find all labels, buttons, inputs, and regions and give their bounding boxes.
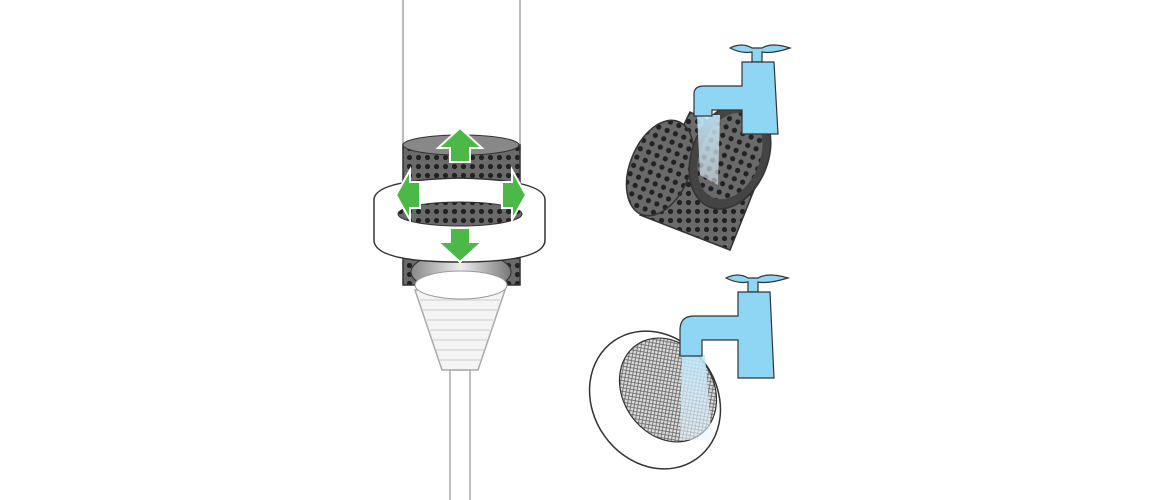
arrow-down-icon <box>435 227 485 264</box>
water-stream-icon <box>697 115 720 185</box>
arrow-left-icon <box>394 166 421 224</box>
tap-icon <box>679 274 791 379</box>
rinse-filter-panel <box>625 44 792 251</box>
arrow-right-icon <box>501 166 528 224</box>
remove-filter-panel <box>373 0 546 500</box>
hose-icon <box>413 289 507 500</box>
water-stream-icon <box>680 355 712 440</box>
arrow-up-icon <box>435 126 485 163</box>
rinse-ring-panel <box>588 274 791 470</box>
tap-icon <box>693 44 792 135</box>
